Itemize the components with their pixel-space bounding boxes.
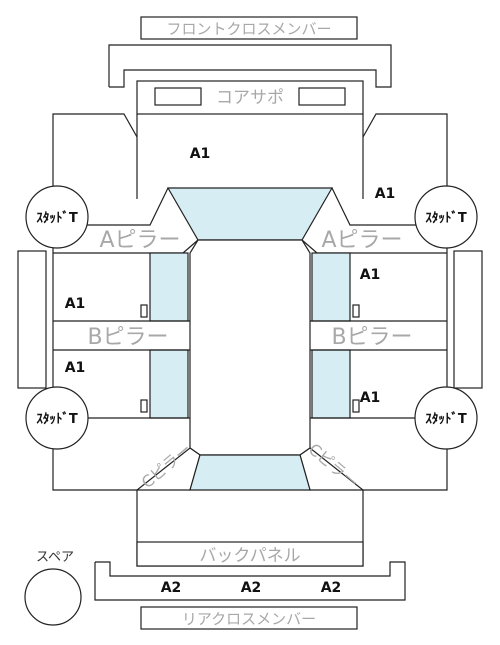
mark-a1-right-fender: A1 [375,186,396,202]
stud-front-left-label: ｽﾀｯﾄﾞT [36,210,78,226]
mark-a2-center: A2 [241,580,262,596]
door-handle-lf [140,304,148,318]
stud-rear-right [414,386,478,450]
door-handle-rr [352,399,360,413]
a-pillar-left-label: Aピラー [99,228,180,253]
rear-window [189,454,311,491]
mark-a1-right-rear-door: A1 [360,390,381,406]
back-panel-label: バックパネル [199,546,300,566]
right-rear-window [311,349,351,419]
b-pillar-left-label: Bピラー [87,325,168,350]
right-front-window [311,252,351,322]
a-pillar-right-label: Aピラー [321,228,402,253]
door-handle-lr [140,399,148,413]
left-front-window [149,252,189,322]
left-side-sill [17,250,47,389]
windshield [166,187,334,241]
mark-a1-left-front-door: A1 [65,296,86,312]
core-support-label: コアサポ [216,88,284,108]
stud-front-left [25,185,89,249]
core-support-hole-left [154,87,202,106]
spare-label: スペア [36,550,74,565]
front-bracket [108,44,392,88]
cabin-interior [189,239,311,456]
b-pillar-right-label: Bピラー [331,325,412,350]
stud-front-right-label: ｽﾀｯﾄﾞT [425,210,467,226]
door-handle-rf [352,304,360,318]
stud-rear-left-label: ｽﾀｯﾄﾞT [36,411,78,427]
right-fender [362,113,448,188]
mark-a2-left: A2 [161,580,182,596]
stud-rear-left [25,386,89,450]
rear-bracket [94,561,406,601]
core-support-hole-right [298,87,346,106]
spare-tire [24,568,82,626]
rear-cross-member-box [140,606,358,630]
front-cross-member-box [140,16,358,40]
front-cross-member-label: フロントクロスメンバー [166,20,331,38]
stud-front-right [414,185,478,249]
stud-rear-right-label: ｽﾀｯﾄﾞT [425,411,467,427]
mark-a1-front: A1 [190,146,211,162]
rear-cross-member-label: リアクロスメンバー [182,610,316,628]
mark-a1-left-rear-door: A1 [65,360,86,376]
right-side-sill [453,250,483,389]
left-fender [52,113,138,188]
mark-a1-right-front-door: A1 [360,267,381,283]
mark-a2-right: A2 [321,580,342,596]
back-panel-box [136,541,364,567]
left-rear-window [149,349,189,419]
